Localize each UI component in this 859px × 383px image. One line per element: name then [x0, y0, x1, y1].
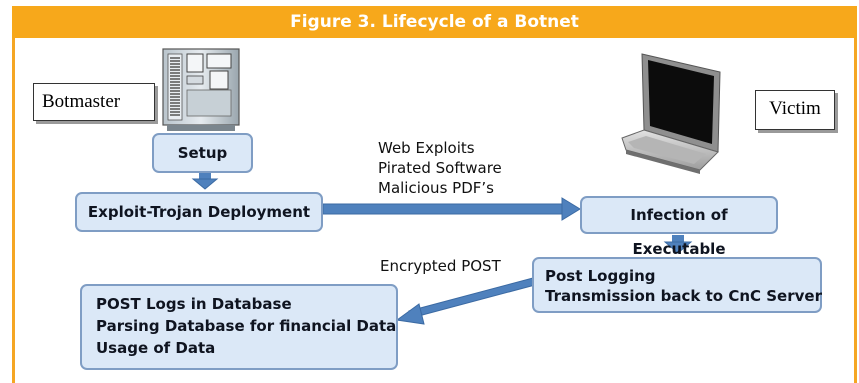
infection-vector-2: Pirated Software [378, 159, 502, 177]
setup-step: Setup [152, 133, 253, 173]
database-step: POST Logs in Database Parsing Database f… [80, 284, 398, 370]
arrow-setup-to-deployment [191, 173, 219, 190]
arrow-infection-to-postlogging [663, 235, 693, 254]
botmaster-label-box: Botmaster [33, 83, 155, 121]
infection-vector-3: Malicious PDF’s [378, 179, 494, 197]
botmaster-label: Botmaster [42, 91, 121, 112]
figure-number: Figure 3. [290, 12, 376, 32]
infection-label: Infection of Executable [630, 206, 728, 258]
post-logging-line-1: Post Logging [545, 267, 656, 285]
setup-label: Setup [177, 144, 228, 162]
laptop-icon [621, 53, 721, 174]
post-logging-line-2: Transmission back to CnC Server [545, 287, 822, 305]
figure-title: Lifecycle of a Botnet [381, 12, 579, 32]
figure-frame [12, 6, 857, 383]
post-logging-step: Post Logging Transmission back to CnC Se… [532, 257, 822, 313]
database-line-3: Usage of Data [96, 339, 216, 357]
infection-vector-1: Web Exploits [378, 139, 475, 157]
database-line-2: Parsing Database for financial Data [96, 317, 397, 335]
database-line-1: POST Logs in Database [96, 295, 292, 313]
victim-label: Victim [769, 98, 821, 119]
server-tower-icon [162, 48, 240, 131]
deployment-label: Exploit-Trojan Deployment [87, 203, 311, 221]
victim-label-box: Victim [755, 90, 835, 130]
deployment-step: Exploit-Trojan Deployment [75, 192, 323, 232]
infection-step: Infection of Executable [580, 196, 778, 258]
transmission-label: Encrypted POST [380, 257, 501, 275]
arrow-deployment-to-infection [322, 197, 581, 221]
transmission-annotation: Encrypted POST [380, 256, 501, 276]
figure-title-bar: Figure 3. Lifecycle of a Botnet [12, 6, 857, 38]
arrow-postlogging-to-database [395, 277, 536, 325]
infection-vectors-annotation: Web Exploits Pirated Software Malicious … [378, 138, 502, 198]
